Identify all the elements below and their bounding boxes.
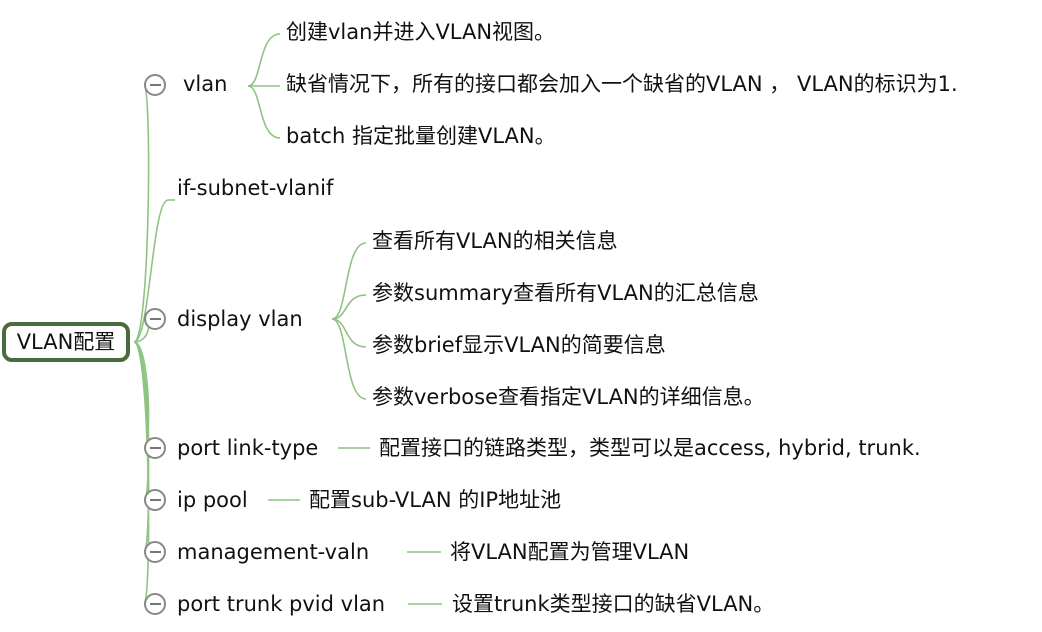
- minus-icon: [149, 551, 161, 553]
- leaf-management-valn[interactable]: 将VLAN配置为管理VLAN: [450, 540, 690, 564]
- collapse-toggle-display-vlan[interactable]: [144, 308, 166, 330]
- display-child-connector: [331, 318, 367, 400]
- display-child-connector: [331, 294, 367, 320]
- collapse-toggle-port-trunk-pvid[interactable]: [144, 593, 166, 615]
- leaf-display-all[interactable]: 查看所有VLAN的相关信息: [372, 229, 618, 253]
- leaf-ip-pool[interactable]: 配置sub-VLAN 的IP地址池: [309, 488, 562, 512]
- branch-port-link-type[interactable]: port link-type: [177, 436, 319, 460]
- display-child-connector: [331, 242, 367, 320]
- branch-connector: [133, 199, 169, 343]
- branch-port-trunk-pvid-vlan[interactable]: port trunk pvid vlan: [177, 592, 386, 616]
- display-child-connector: [331, 318, 367, 348]
- collapse-toggle-port-link-type[interactable]: [144, 437, 166, 459]
- minus-icon: [149, 447, 161, 449]
- branch-display-vlan[interactable]: display vlan: [177, 307, 303, 331]
- leaf-vlan-create[interactable]: 创建vlan并进入VLAN视图。: [286, 20, 556, 44]
- collapse-toggle-ip-pool[interactable]: [144, 489, 166, 511]
- leaf-vlan-default[interactable]: 缺省情况下，所有的接口都会加入一个缺省的VLAN ， VLAN的标识为1.: [286, 72, 958, 96]
- minus-icon: [149, 603, 161, 605]
- leaf-vlan-batch[interactable]: batch 指定批量创建VLAN。: [286, 124, 556, 148]
- vlan-child-connector: [247, 85, 281, 139]
- leaf-display-summary[interactable]: 参数summary查看所有VLAN的汇总信息: [372, 281, 759, 305]
- root-node[interactable]: VLAN配置: [2, 322, 130, 362]
- branch-vlan[interactable]: vlan: [183, 72, 228, 96]
- minus-icon: [149, 84, 161, 86]
- branch-if-subnet-vlanif[interactable]: if-subnet-vlanif: [177, 176, 334, 200]
- leaf-port-trunk-pvid[interactable]: 设置trunk类型接口的缺省VLAN。: [452, 592, 775, 616]
- leaf-port-link-type[interactable]: 配置接口的链路类型，类型可以是access, hybrid, trunk.: [379, 436, 921, 460]
- leaf-display-verbose[interactable]: 参数verbose查看指定VLAN的详细信息。: [372, 385, 765, 409]
- branch-connector: [133, 341, 150, 605]
- collapse-toggle-vlan[interactable]: [144, 74, 166, 96]
- branch-ip-pool[interactable]: ip pool: [177, 488, 248, 512]
- branch-connector: [133, 84, 150, 343]
- vlan-child-connector: [247, 33, 281, 87]
- minus-icon: [149, 499, 161, 501]
- branch-management-valn[interactable]: management-valn: [177, 540, 370, 564]
- leaf-display-brief[interactable]: 参数brief显示VLAN的简要信息: [372, 333, 666, 357]
- minus-icon: [149, 318, 161, 320]
- collapse-toggle-management-valn[interactable]: [144, 541, 166, 563]
